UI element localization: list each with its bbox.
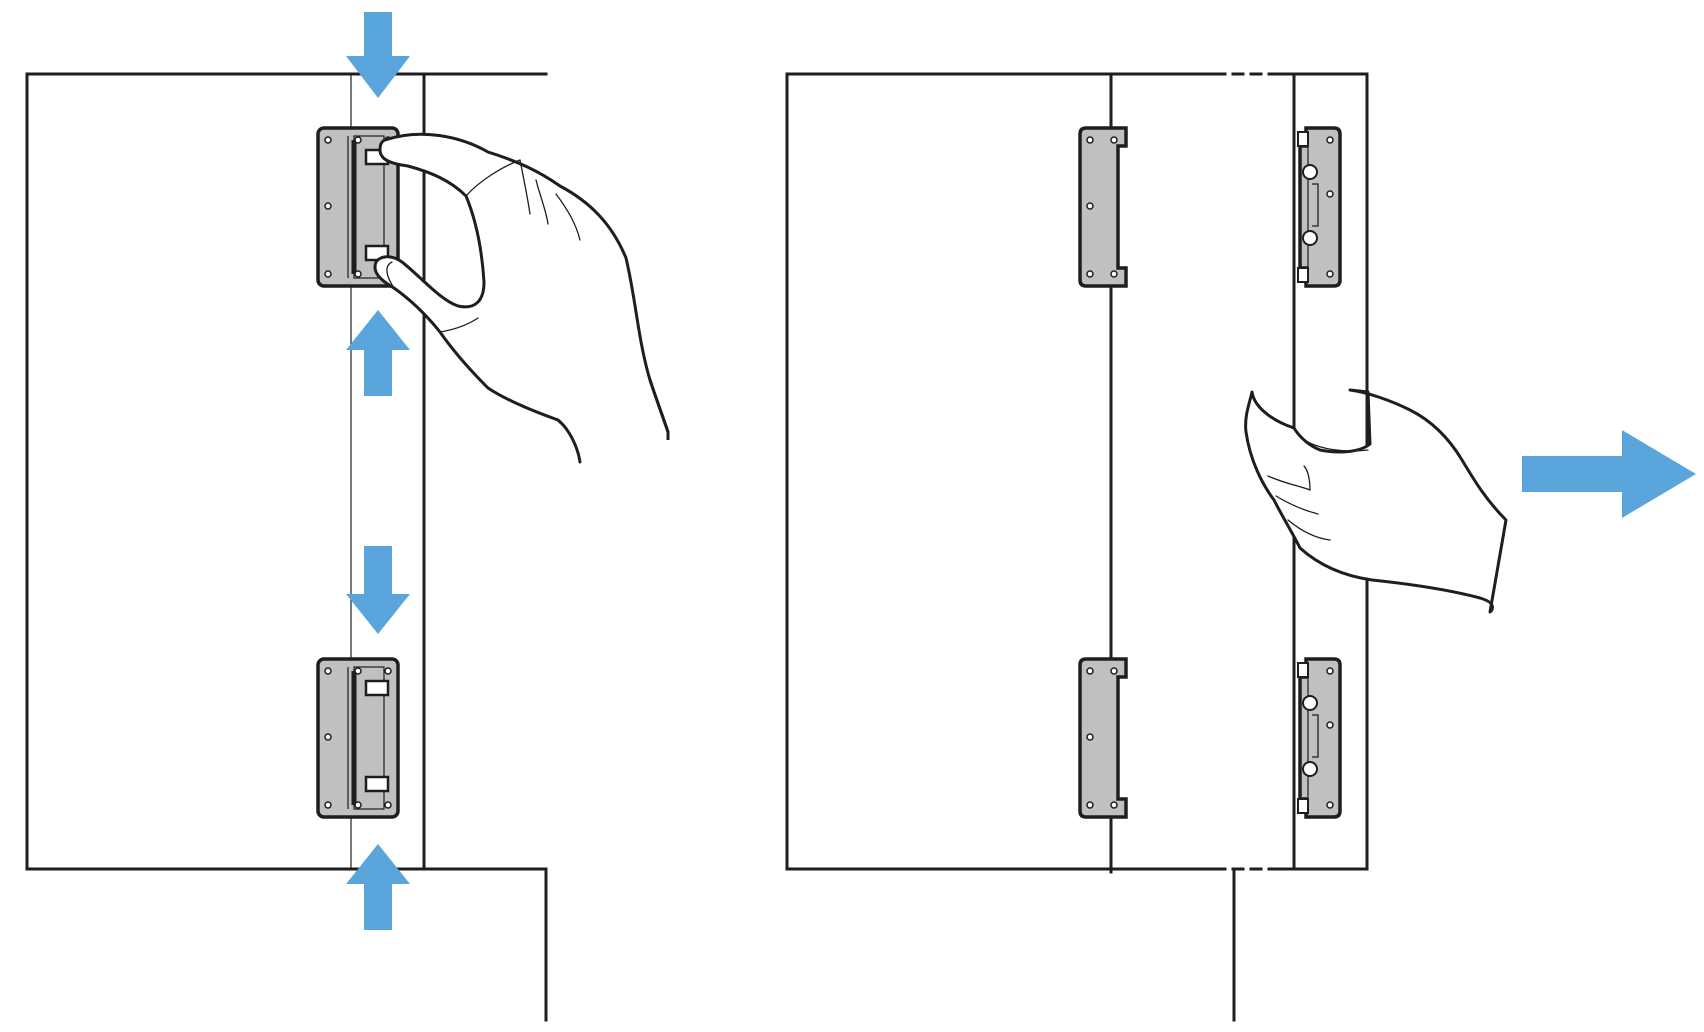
hinge-top-cabinet-half (1078, 126, 1128, 288)
hinge-bottom-left (318, 659, 398, 817)
panel-pull-step (785, 72, 1696, 1022)
panel-squeeze-step (25, 12, 680, 1022)
arrow-down-top (346, 12, 410, 98)
hand-squeezing (373, 132, 670, 472)
arrow-up-bottom (346, 844, 410, 930)
arrow-up-top (346, 310, 410, 396)
cabinet-right-outline (785, 72, 1369, 1022)
hinge-bottom-door-half (1296, 657, 1342, 819)
arrow-right (1522, 430, 1696, 518)
hinge-bottom-cabinet-half (1078, 657, 1128, 819)
arrow-down-bottom (346, 546, 410, 634)
hinge-top-door-half (1296, 126, 1342, 288)
cabinet-left-outline (25, 72, 548, 1022)
hand-pulling (1244, 388, 1508, 614)
